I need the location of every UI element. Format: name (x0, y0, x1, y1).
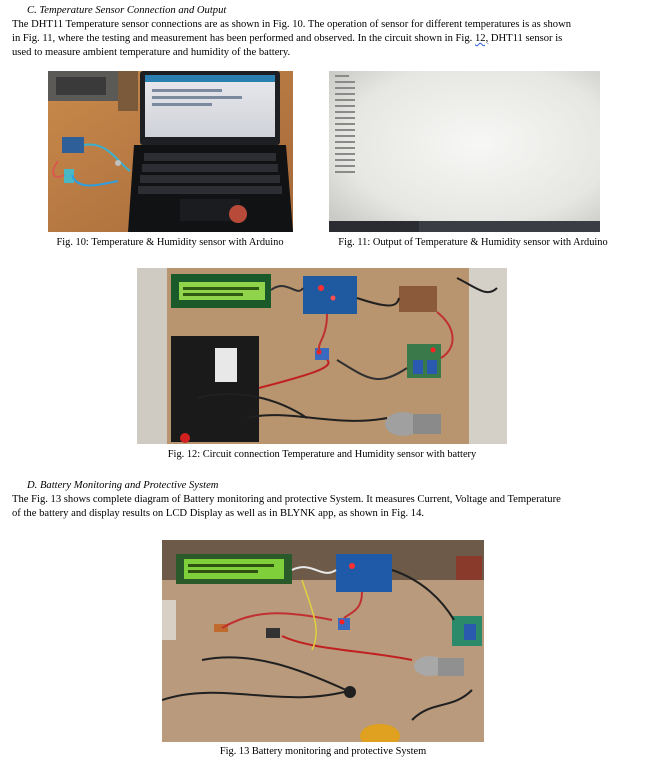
section-d-line-1: The Fig. 13 shows complete diagram of Ba… (12, 494, 561, 505)
figure-11-photo (329, 71, 600, 232)
section-c-paragraph: The DHT11 Temperature sensor connections… (12, 18, 636, 60)
figure-10-photo (48, 71, 293, 232)
figure-12-photo (137, 268, 507, 444)
section-d-heading: D. Battery Monitoring and Protective Sys… (27, 480, 219, 491)
section-c-line-2a: in Fig. 11, where the testing and measur… (12, 33, 475, 44)
figure-10-caption: Fig. 10: Temperature & Humidity sensor w… (56, 237, 284, 248)
fig12-illustration (137, 268, 507, 444)
section-c-heading: C. Temperature Sensor Connection and Out… (27, 5, 227, 16)
figure-11-caption: Fig. 11: Output of Temperature & Humidit… (338, 237, 608, 248)
section-d-paragraph: The Fig. 13 shows complete diagram of Ba… (12, 493, 636, 521)
section-d-line-2: of the battery and display results on LC… (12, 508, 425, 519)
figure-13-photo (162, 540, 484, 742)
section-c-line-1: The DHT11 Temperature sensor connections… (12, 19, 572, 30)
fig10-illustration (48, 71, 293, 232)
fig13-illustration (162, 540, 484, 742)
section-c-line-2: in Fig. 11, where the testing and measur… (12, 32, 636, 46)
section-c-line-2b: 12, (474, 33, 489, 44)
figure-12-caption: Fig. 12: Circuit connection Temperature … (167, 449, 477, 460)
figure-13-caption: Fig. 13 Battery monitoring and protectiv… (219, 746, 427, 757)
section-c-line-3: used to measure ambient temperature and … (12, 47, 291, 58)
fig11-illustration (329, 71, 600, 232)
section-c-line-2c: DHT11 sensor is (488, 33, 563, 44)
